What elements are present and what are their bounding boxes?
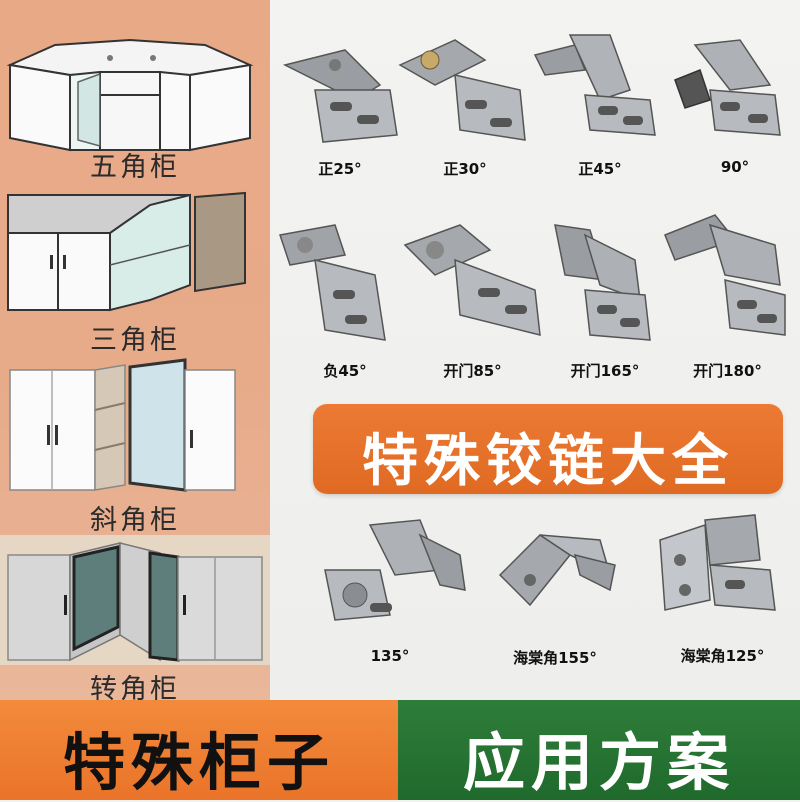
hinge-image <box>282 49 398 143</box>
hinge-open-85: 开门85° <box>400 220 545 385</box>
hinge-label: 正30° <box>443 160 487 178</box>
banner-title: 特殊铰链大全 <box>362 429 734 494</box>
pentagon-cabinet-illustration <box>6 38 254 152</box>
hinge-open-165: 开门165° <box>545 220 665 385</box>
triangle-cabinet-illustration <box>7 191 246 312</box>
cabinet-triangle: 三角柜 <box>0 185 270 356</box>
bottom-bar: 特殊柜子 应用方案 <box>0 700 800 800</box>
hinge-minus-45: 负45° <box>275 220 415 385</box>
hinge-image <box>674 39 781 136</box>
hinge-label: 海棠角155° <box>513 649 597 667</box>
hinge-90: 90° <box>670 30 800 185</box>
cabinet-label: 转角柜 <box>90 674 180 705</box>
hinge-image <box>324 519 466 621</box>
hinge-plus-45: 正45° <box>530 30 670 185</box>
application-plan-block: 应用方案 <box>398 700 800 800</box>
hinge-label: 135° <box>370 647 410 665</box>
hinge-image <box>533 34 656 136</box>
hinge-label: 开门165° <box>570 362 640 380</box>
hinge-image <box>403 224 541 336</box>
hinge-label: 负45° <box>323 362 367 380</box>
hinge-135: 135° <box>310 515 470 675</box>
hinge-image <box>664 214 786 336</box>
hinge-label: 开门85° <box>443 362 502 380</box>
hinge-plus-25: 正25° <box>275 30 405 185</box>
hinge-plus-30: 正30° <box>395 30 535 185</box>
special-hinges-banner: 特殊铰链大全 <box>313 404 783 494</box>
hinge-image <box>554 224 651 341</box>
application-plan-text: 应用方案 <box>462 726 735 799</box>
hinge-image <box>279 224 386 341</box>
cabinet-label: 五角柜 <box>90 152 180 183</box>
hinge-label: 正25° <box>318 160 362 178</box>
hinge-image <box>659 514 776 611</box>
hinge-haitang-155: 海棠角155° <box>480 515 630 675</box>
hinge-label: 开门180° <box>693 362 762 380</box>
corner-cabinet-illustration <box>0 535 270 665</box>
cabinet-label: 三角柜 <box>90 325 180 356</box>
hinge-image <box>498 534 616 607</box>
cabinet-pentagon: 五角柜 <box>0 0 270 185</box>
special-cabinets-block: 特殊柜子 <box>0 700 398 800</box>
hinge-label: 90° <box>720 158 750 176</box>
cabinet-corner: 转角柜 <box>0 535 270 705</box>
special-cabinets-text: 特殊柜子 <box>62 726 335 799</box>
hinge-open-180: 开门180° <box>655 210 800 385</box>
diagonal-cabinet-illustration <box>9 358 236 492</box>
cabinet-diagonal: 斜角柜 <box>0 355 270 536</box>
hinge-haitang-125: 海棠角125° <box>645 510 800 675</box>
hinge-image <box>398 39 526 141</box>
cabinet-label: 斜角柜 <box>90 505 180 536</box>
hinge-label: 海棠角125° <box>680 647 765 665</box>
hinge-label: 正45° <box>578 160 622 178</box>
